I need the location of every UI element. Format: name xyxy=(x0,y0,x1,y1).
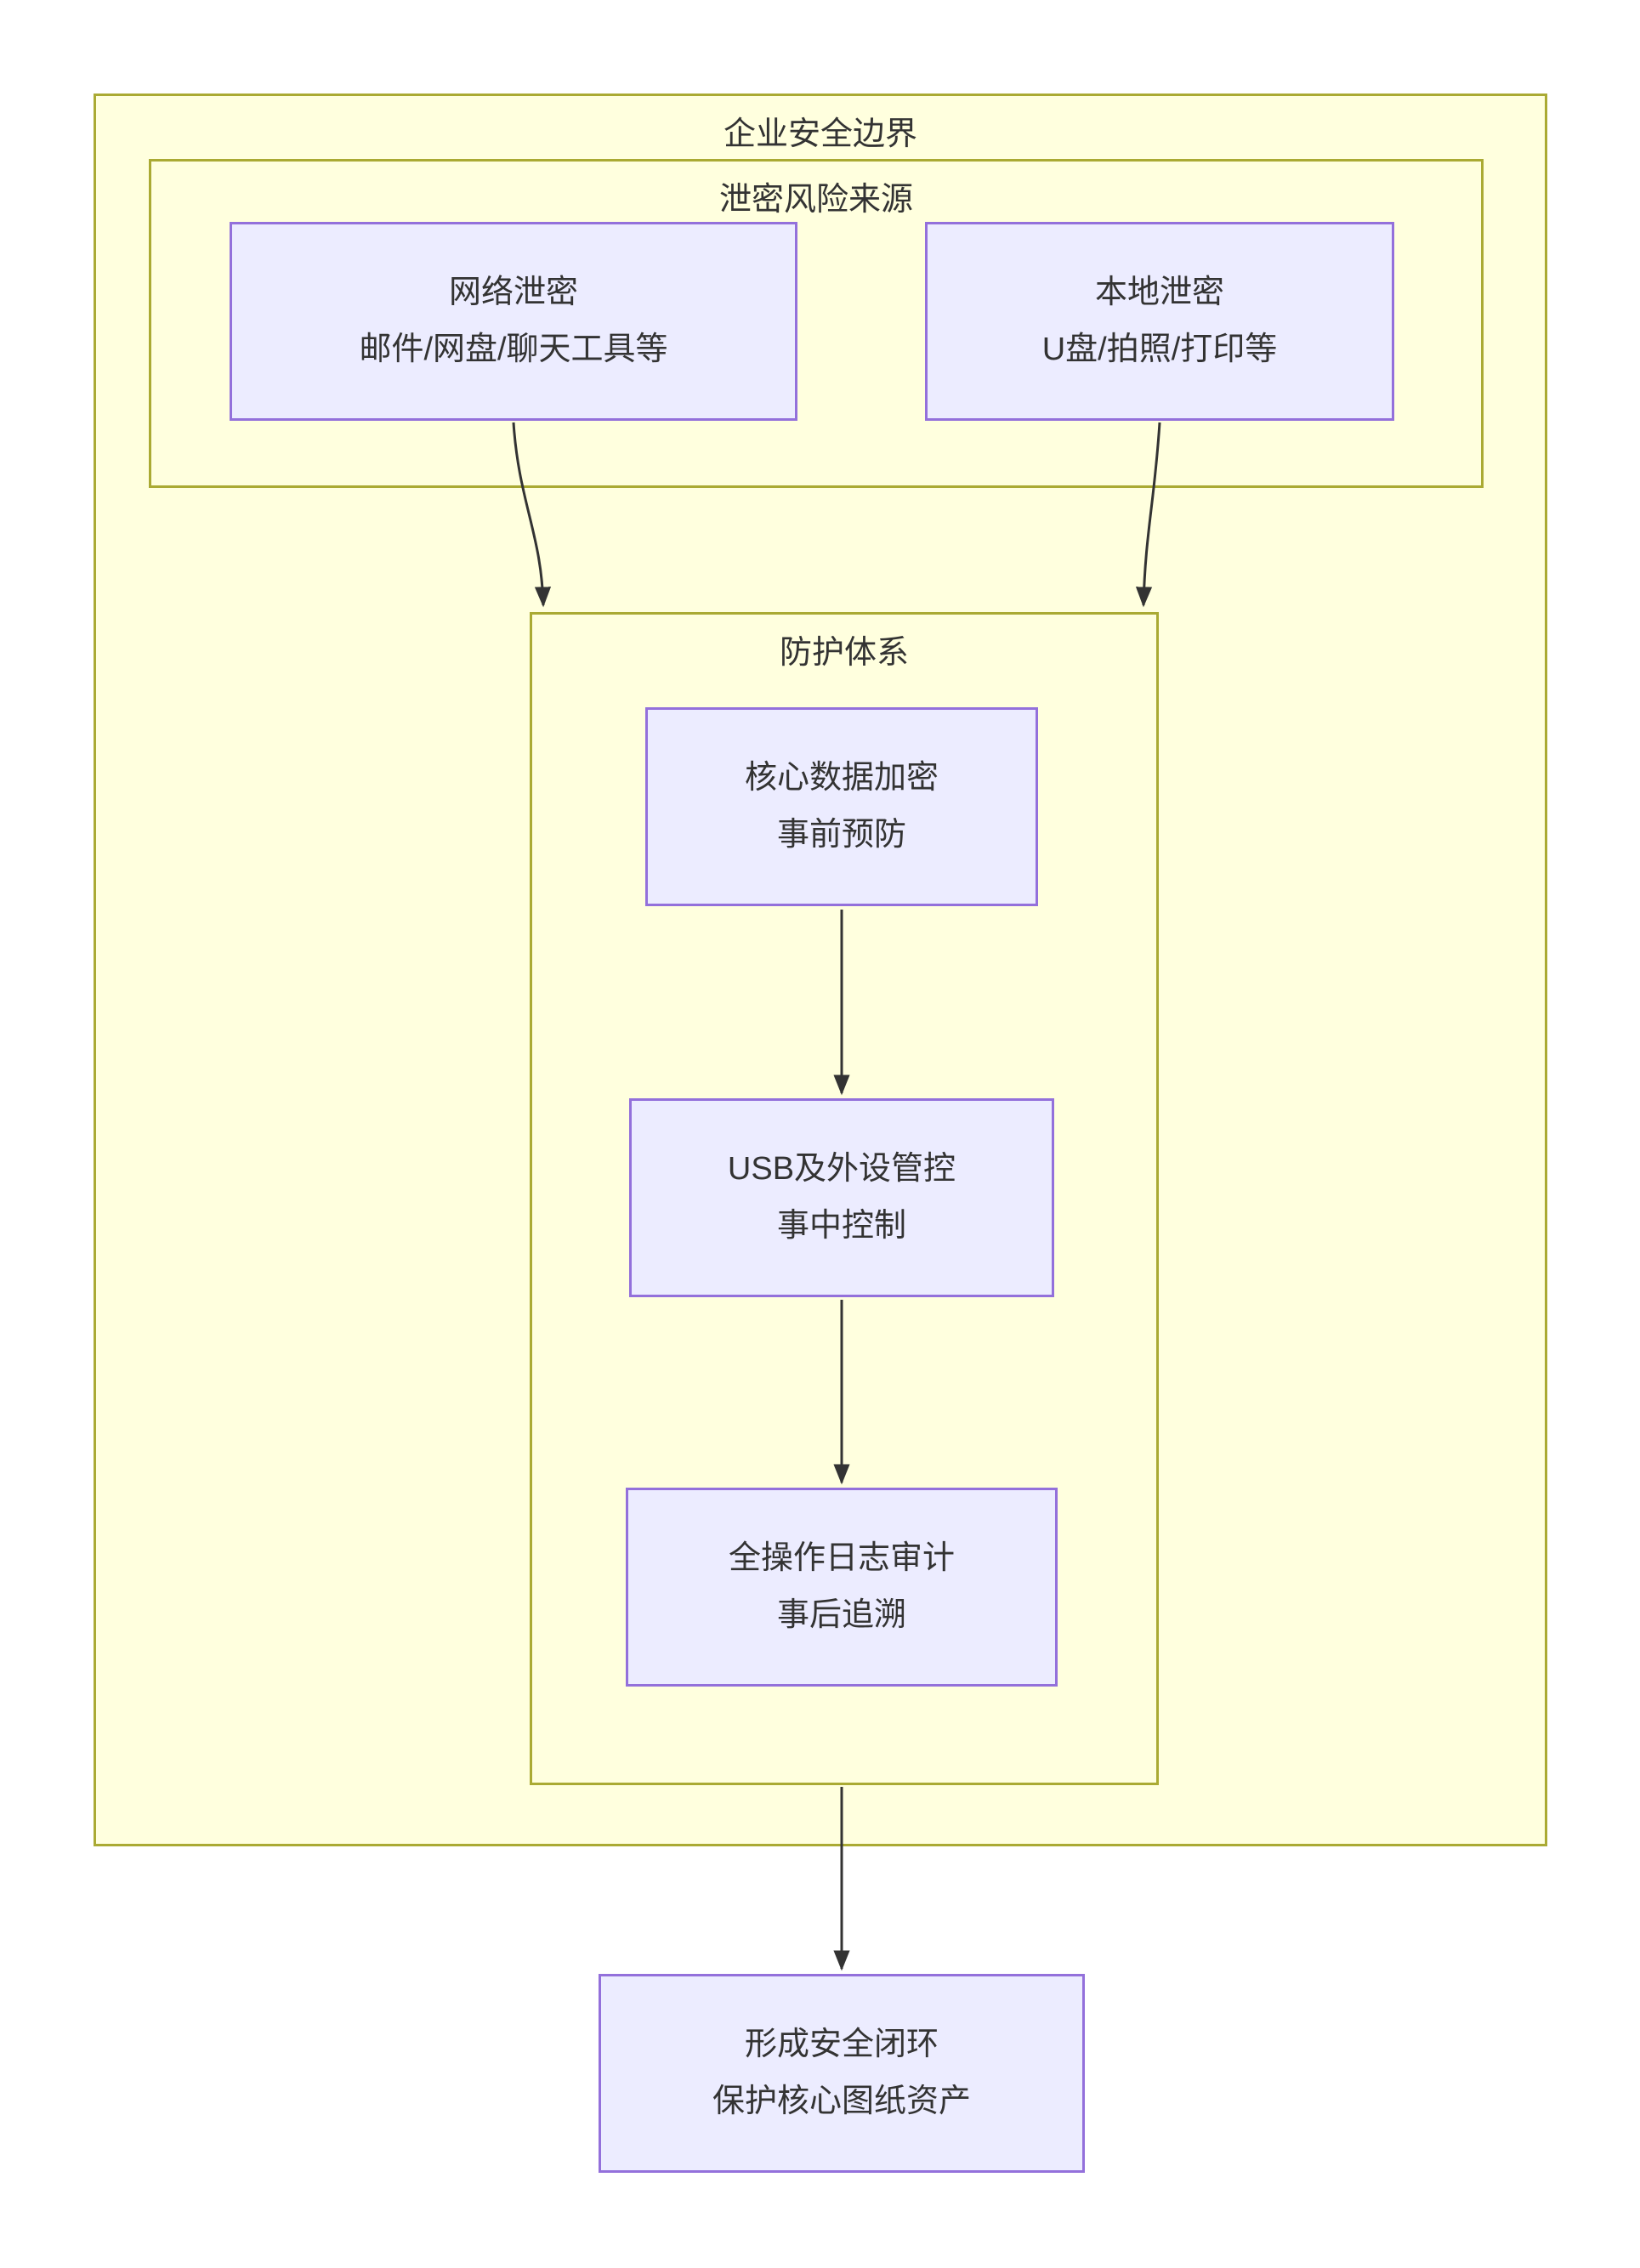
node-label-line: 全操作日志审计 xyxy=(728,1540,955,1576)
protection-system-title: 防护体系 xyxy=(779,635,909,671)
node-label-line: 网络泄密 xyxy=(448,275,578,310)
node-label-line: USB及外设管控 xyxy=(727,1151,956,1187)
node-label-line: 保护核心图纸资产 xyxy=(712,2084,971,2119)
node-label-line: 事前预防 xyxy=(776,817,906,853)
node-label-line: 本地泄密 xyxy=(1094,275,1224,310)
security-closure-node: 形成安全闭环 保护核心图纸资产 xyxy=(599,1974,1085,2173)
network-leak-node: 网络泄密 邮件/网盘/聊天工具等 xyxy=(230,222,797,421)
node-label-line: 邮件/网盘/聊天工具等 xyxy=(359,332,668,367)
local-leak-node: 本地泄密 U盘/拍照/打印等 xyxy=(925,222,1394,421)
node-label-line: 事中控制 xyxy=(776,1208,906,1244)
data-encryption-node: 核心数据加密 事前预防 xyxy=(645,707,1038,906)
enterprise-boundary-title: 企业安全边界 xyxy=(723,116,917,152)
node-label-line: 事后追溯 xyxy=(776,1597,906,1633)
usb-control-node: USB及外设管控 事中控制 xyxy=(629,1098,1054,1297)
node-label-line: 形成安全闭环 xyxy=(744,2027,939,2062)
node-label-line: 核心数据加密 xyxy=(744,760,939,796)
node-label-line: U盘/拍照/打印等 xyxy=(1041,332,1278,367)
audit-log-node: 全操作日志审计 事后追溯 xyxy=(626,1488,1058,1687)
risk-sources-title: 泄密风险来源 xyxy=(718,182,913,218)
